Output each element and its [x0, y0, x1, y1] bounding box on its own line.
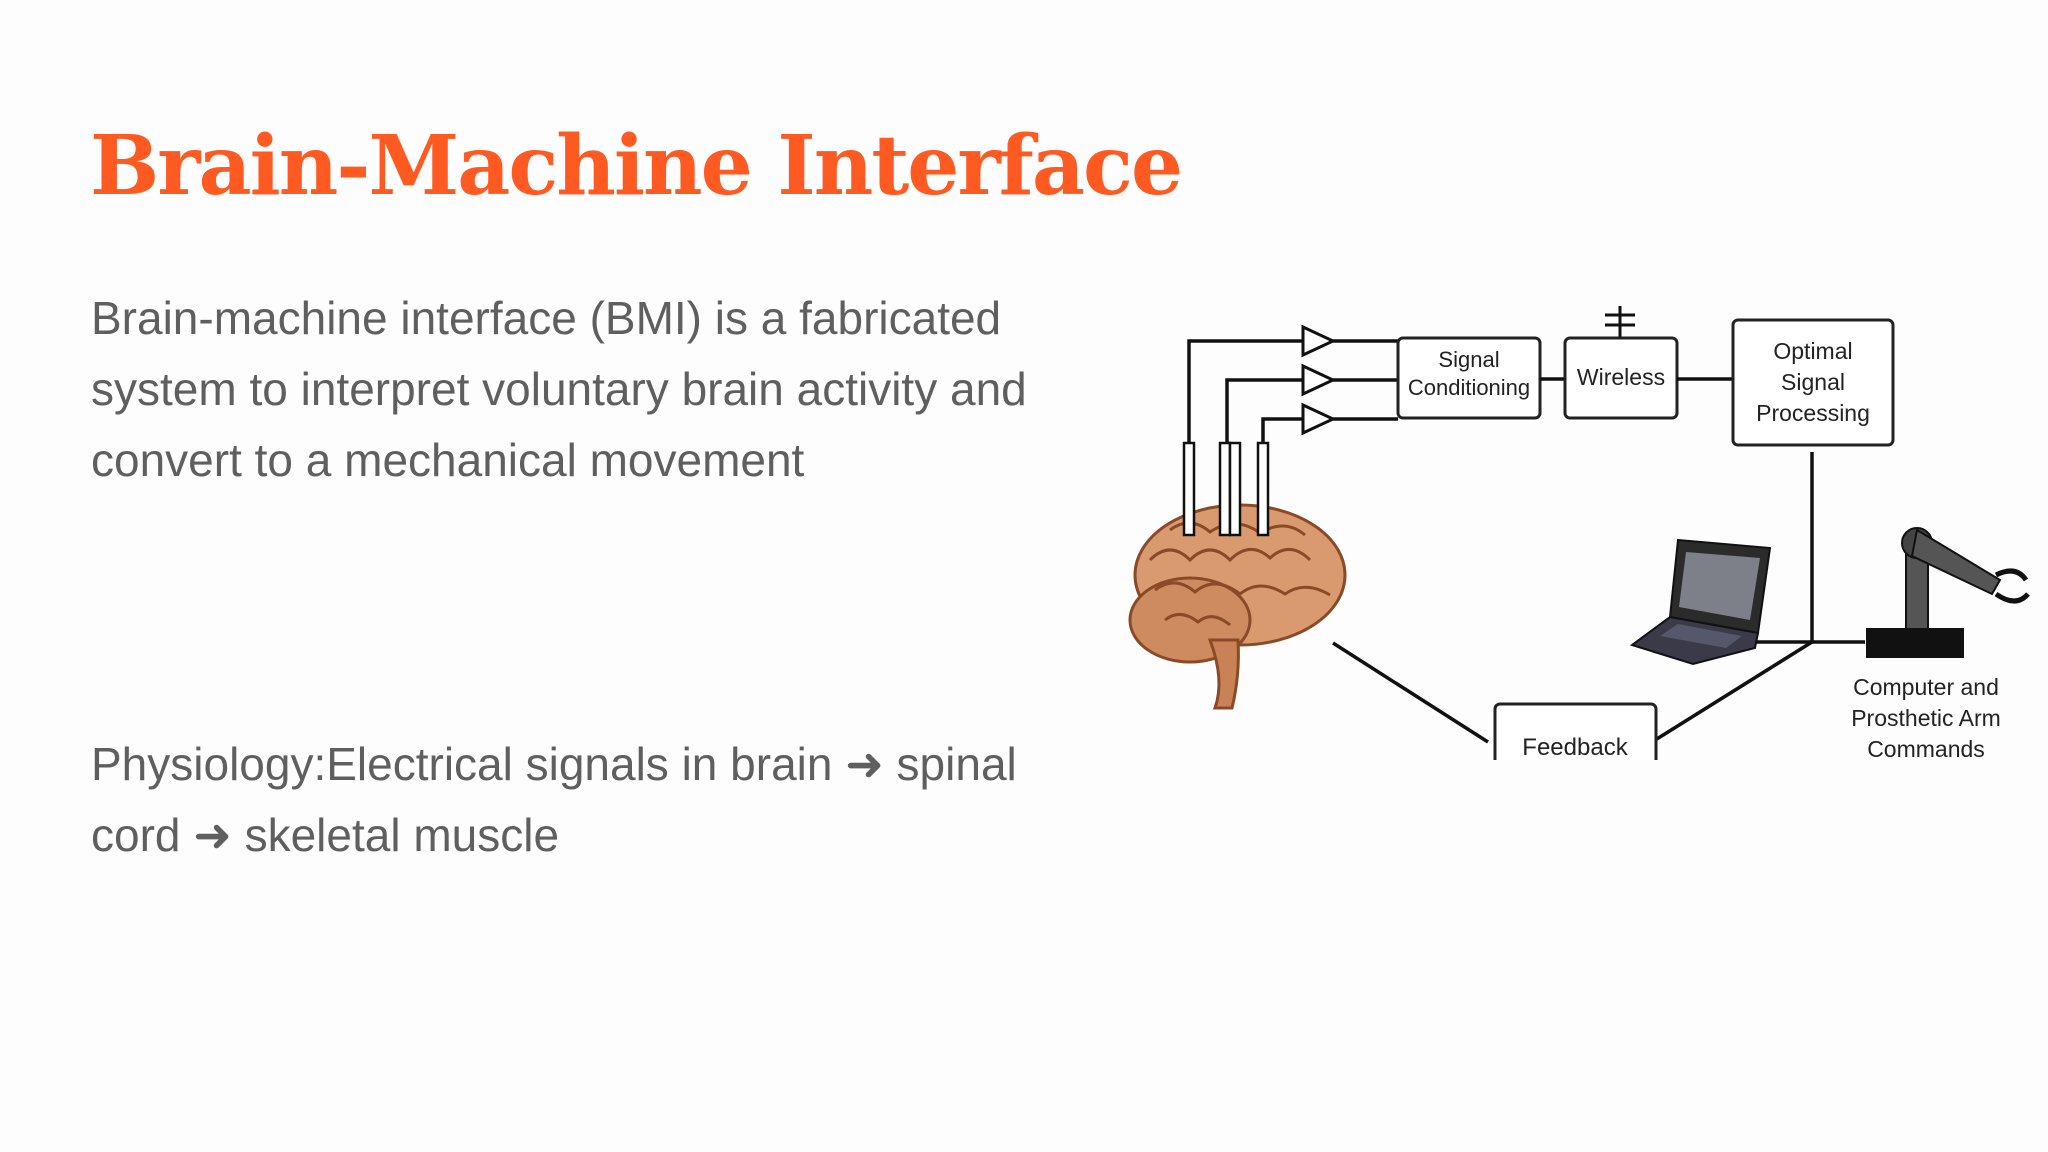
laptop-icon — [1629, 538, 1772, 666]
signal-conditioning-label: Conditioning — [1408, 375, 1530, 400]
optimal-signal-processing-label: Optimal — [1773, 338, 1852, 364]
signal-conditioning-box: Signal Conditioning — [1396, 336, 1542, 420]
antenna-icon — [1605, 306, 1635, 338]
output-wires — [1332, 452, 1865, 744]
optimal-signal-processing-box: Optimal Signal Processing — [1731, 318, 1895, 447]
physiology-text: Physiology:Electrical signals in brain ➜… — [91, 738, 1017, 861]
robotic-arm-icon — [1866, 527, 2030, 658]
brain-icon — [1128, 503, 1347, 710]
wireless-box: Wireless — [1563, 336, 1679, 420]
signal-conditioning-label: Signal — [1438, 347, 1499, 372]
bmi-diagram: Signal Conditioning Wireless Optimal Sig… — [1128, 306, 2030, 760]
computer-arm-commands-label: Computer and — [1853, 674, 1999, 700]
feedback-label: Feedback — [1522, 734, 1628, 760]
signal-wires — [1187, 339, 1303, 443]
slide-title: Brain-Machine Interface — [90, 118, 1183, 214]
wireless-label: Wireless — [1577, 364, 1665, 390]
computer-arm-commands-label: Prosthetic Arm — [1851, 705, 2001, 731]
feedback-box: Feedback — [1493, 702, 1658, 760]
amplifier-icon — [1301, 324, 1337, 436]
optimal-signal-processing-label: Signal — [1781, 369, 1845, 395]
computer-arm-commands-label: Commands — [1867, 736, 1985, 760]
bmi-definition-text: Brain-machine interface (BMI) is a fabri… — [91, 292, 1027, 486]
optimal-signal-processing-label: Processing — [1756, 400, 1870, 426]
